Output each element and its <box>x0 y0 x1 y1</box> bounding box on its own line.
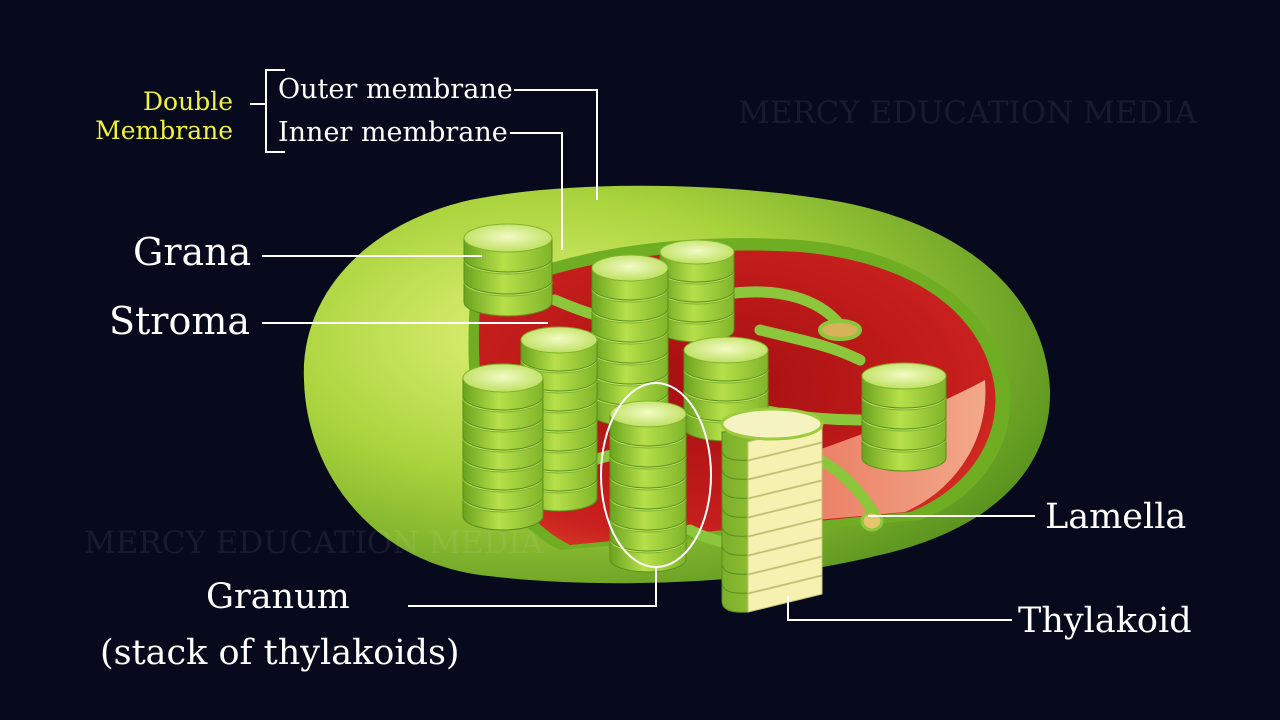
thylakoid-cut-face <box>747 537 823 575</box>
granum-subtitle: (stack of thylakoids) <box>100 633 460 673</box>
thylakoid-disc-top <box>861 362 947 390</box>
thylakoid-cut-stack <box>720 407 824 613</box>
lamella-end-icon <box>860 510 884 532</box>
granum-stack-top-right <box>659 239 735 343</box>
granum-stack-highlighted <box>609 400 687 573</box>
thylakoid-cut-face <box>747 461 823 499</box>
thylakoid-cut-face <box>747 442 823 480</box>
thylakoid-cut-face <box>747 480 823 518</box>
thylakoid-cut-face <box>747 499 823 537</box>
thylakoid-cut-face <box>747 518 823 556</box>
stroma-label: Stroma <box>109 299 251 343</box>
lamella-label: Lamella <box>1045 497 1187 537</box>
lamella-vesicle-icon <box>818 319 862 341</box>
inner-membrane-label: Inner membrane <box>278 117 508 148</box>
granum-label: Granum <box>206 577 350 617</box>
thylakoid-disc-top <box>463 223 553 253</box>
thylakoid-cut-top <box>720 407 824 441</box>
granum-line <box>408 566 657 607</box>
watermark-top: MERCY EDUCATION MEDIA <box>738 95 1197 131</box>
thylakoid-disc-top <box>462 363 544 393</box>
outer-membrane-line <box>514 89 598 200</box>
grana-stacks <box>462 223 947 573</box>
leader-lines <box>250 69 1035 621</box>
thylakoid-disc-top <box>683 336 769 364</box>
thylakoid-disc-top <box>520 326 598 354</box>
thylakoid-disc-top <box>659 239 735 265</box>
membrane-label: Membrane <box>95 116 233 145</box>
thylakoid-disc-top <box>591 254 669 282</box>
outer-membrane-label: Outer membrane <box>278 74 513 105</box>
granum-stack-left <box>462 363 544 531</box>
double-label: Double <box>143 87 233 116</box>
thylakoid-label: Thylakoid <box>1018 601 1192 641</box>
thylakoid-cut-face <box>747 575 823 613</box>
granum-stack-right <box>861 362 947 472</box>
granum-stack-center-tall <box>591 254 669 427</box>
thylakoid-disc-top <box>609 400 687 428</box>
thylakoid-line <box>787 596 1012 621</box>
inner-membrane-line <box>510 132 563 250</box>
bracket-line <box>250 69 285 153</box>
watermark-bottom: MERCY EDUCATION MEDIA <box>84 525 543 561</box>
grana-label: Grana <box>133 230 252 274</box>
granum-stack-top-left <box>463 223 553 317</box>
thylakoid-cut-face <box>747 556 823 594</box>
